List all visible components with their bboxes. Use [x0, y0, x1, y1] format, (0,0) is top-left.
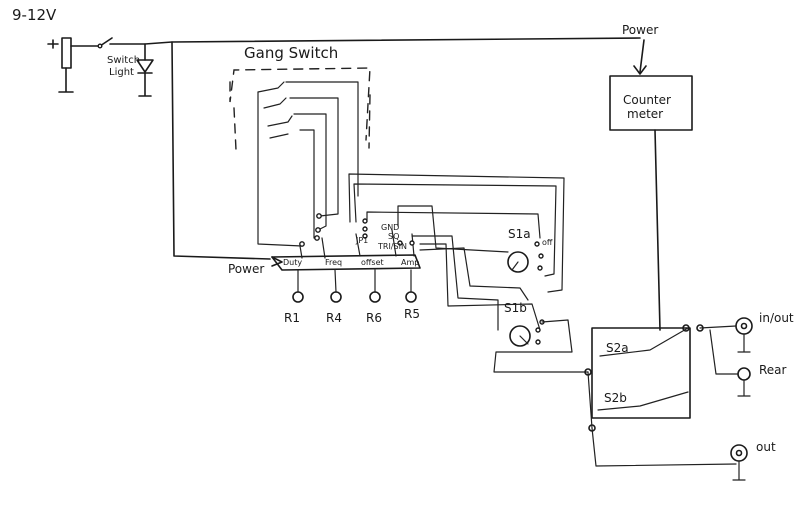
s2b-label: S2b: [604, 391, 627, 405]
jp1-label: JP1: [355, 236, 368, 245]
duty-label: Duty: [283, 258, 302, 267]
switch-s2: S2a S2b: [584, 324, 737, 467]
tri-sin-label: TRI/SIN: [377, 242, 407, 251]
gang-switch-label: Gang Switch: [244, 44, 338, 62]
power-left-label: Power: [228, 262, 264, 276]
control-board: Duty Freq offset Amp JP1 GND SQ TRI/SIN: [271, 213, 421, 271]
rear-label: Rear: [759, 363, 787, 377]
gnd-label: GND: [381, 223, 399, 232]
gang-switch: Gang Switch: [229, 44, 371, 247]
s1a-label: S1a: [508, 227, 531, 241]
power-supply: 9-12V: [12, 6, 113, 93]
r6-label: R6: [366, 311, 382, 325]
connector-in-out: in/out: [699, 311, 794, 353]
r1-label: R1: [284, 311, 300, 325]
s2a-label: S2a: [606, 341, 629, 355]
connector-rear: Rear: [709, 329, 787, 397]
s1b-label: S1b: [504, 301, 527, 315]
r4-label: R4: [326, 311, 342, 325]
freq-label: Freq: [325, 258, 342, 267]
off-label: off: [542, 238, 553, 247]
amp-label: Amp: [401, 258, 419, 267]
sq-label: SQ: [388, 232, 399, 241]
power-top-label: Power: [622, 23, 658, 37]
potentiometers: R1 R4 R6 R5: [284, 269, 420, 325]
in-out-label: in/out: [759, 311, 794, 325]
switch-s1: S1a off S1b: [348, 173, 589, 373]
out-label: out: [756, 440, 776, 454]
connector-out: out: [730, 440, 776, 481]
power-rail: Power: [144, 37, 641, 276]
offset-label: offset: [361, 258, 384, 267]
supply-voltage-label: 9-12V: [12, 6, 57, 24]
r5-label: R5: [404, 307, 420, 321]
